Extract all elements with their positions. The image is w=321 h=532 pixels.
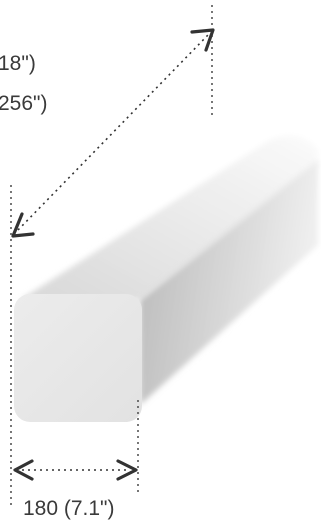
bar-front-face [14,294,142,422]
bar-side-face [140,160,318,405]
bar-body [14,135,318,422]
extension-lines [10,5,213,508]
diagonal-dimension [11,28,215,238]
arrow-head-left-icon [13,459,34,481]
width-dimension [13,459,138,481]
top-dimension-label-line-2: 256") [0,92,48,115]
bar-top-face [20,135,318,300]
arrow-head-lower-left-icon [11,212,35,238]
top-dimension-label-line-1: 18") [0,52,36,75]
arrow-head-upper-right-icon [190,28,215,52]
width-dimension-label: 180 (7.1") [23,497,115,520]
arrow-head-right-icon [116,459,138,481]
